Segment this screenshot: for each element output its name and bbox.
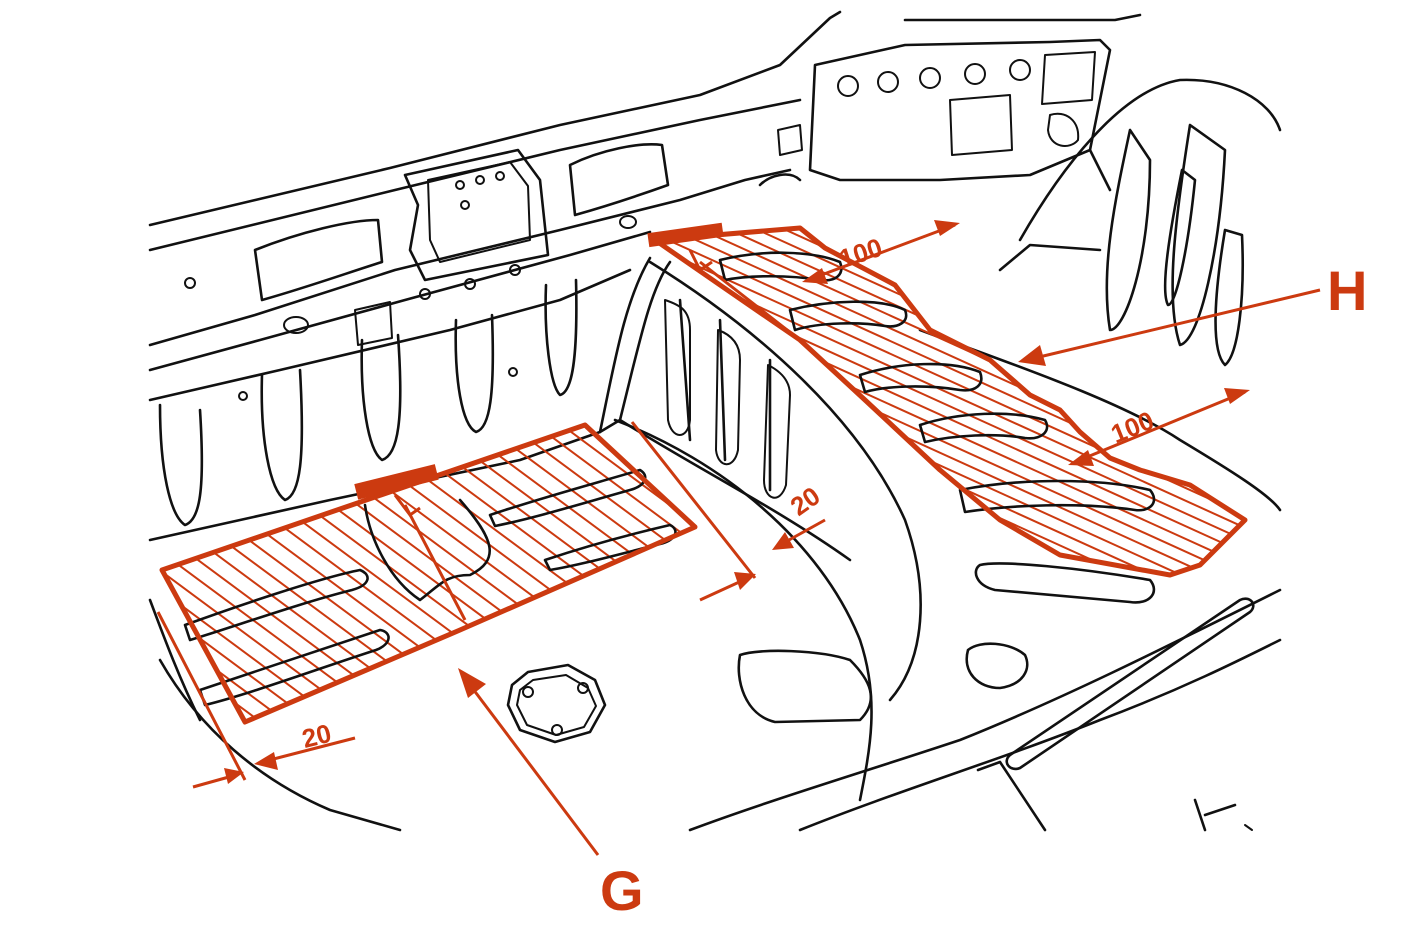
zone-h-marker	[647, 222, 724, 248]
hatch-line	[657, 425, 695, 722]
callout-h-label: H	[1327, 259, 1367, 322]
panel-opening	[253, 218, 384, 302]
hatch-line	[501, 425, 695, 722]
dimension-label: 20	[785, 481, 826, 522]
hatch-line	[655, 228, 1245, 575]
callout-g: G	[458, 668, 644, 922]
hatch-line	[449, 425, 695, 722]
hatch-line	[655, 228, 1245, 575]
latch-bracket	[403, 148, 550, 282]
dimension-g-right: 20	[630, 421, 826, 602]
hatch-line	[1139, 228, 1245, 575]
drain-plug	[506, 663, 607, 744]
panel-rib	[544, 278, 578, 397]
callout-g-label: G	[600, 859, 644, 922]
panel-opening	[568, 143, 670, 217]
hatch-line	[397, 425, 695, 722]
panel-rib	[454, 313, 495, 434]
hatch-line	[345, 425, 695, 722]
hatch-line	[655, 228, 1245, 575]
hatch-line	[162, 425, 599, 722]
hatch-line	[162, 425, 287, 722]
dimension-h-bottom: 100	[1068, 388, 1250, 466]
hatch-line	[319, 425, 695, 722]
hatch-line	[267, 425, 695, 722]
hatch-line	[162, 425, 495, 722]
dimension-label: 20	[299, 718, 334, 754]
hatch-line	[162, 425, 391, 722]
hatch-line	[1167, 228, 1245, 575]
hatch-line	[655, 228, 1245, 575]
dimension-g-left: 20	[156, 611, 356, 789]
hatch-line	[475, 425, 695, 722]
hatch-line	[162, 425, 365, 722]
dimension-label: 100	[835, 232, 886, 274]
hatch-line	[162, 425, 547, 722]
hatch-line	[162, 425, 625, 722]
hatch-line	[1223, 228, 1245, 575]
dimension-h-top: 100	[802, 220, 960, 284]
hatch-line	[655, 228, 1245, 575]
hatch-line	[691, 228, 1245, 575]
zone-h-outline	[652, 225, 1248, 578]
hatch-line	[579, 425, 695, 722]
hatch-line	[215, 425, 695, 722]
dimension-label: 100	[1107, 405, 1158, 449]
zone-g-marker	[354, 464, 439, 500]
panel-rib	[360, 333, 402, 462]
hatch-line	[527, 425, 695, 722]
hatch-line	[162, 425, 339, 722]
wheel-arch	[648, 260, 922, 702]
hatch-line	[553, 425, 695, 722]
panel-rib	[158, 403, 204, 527]
hatch-line	[631, 425, 695, 722]
hatch-line	[710, 400, 1196, 760]
panel-rib	[260, 368, 304, 502]
hatch-line	[655, 228, 1245, 575]
zone-g-outline	[159, 422, 698, 725]
callout-h: H	[1018, 259, 1367, 366]
body-line-drawing	[148, 10, 1282, 832]
